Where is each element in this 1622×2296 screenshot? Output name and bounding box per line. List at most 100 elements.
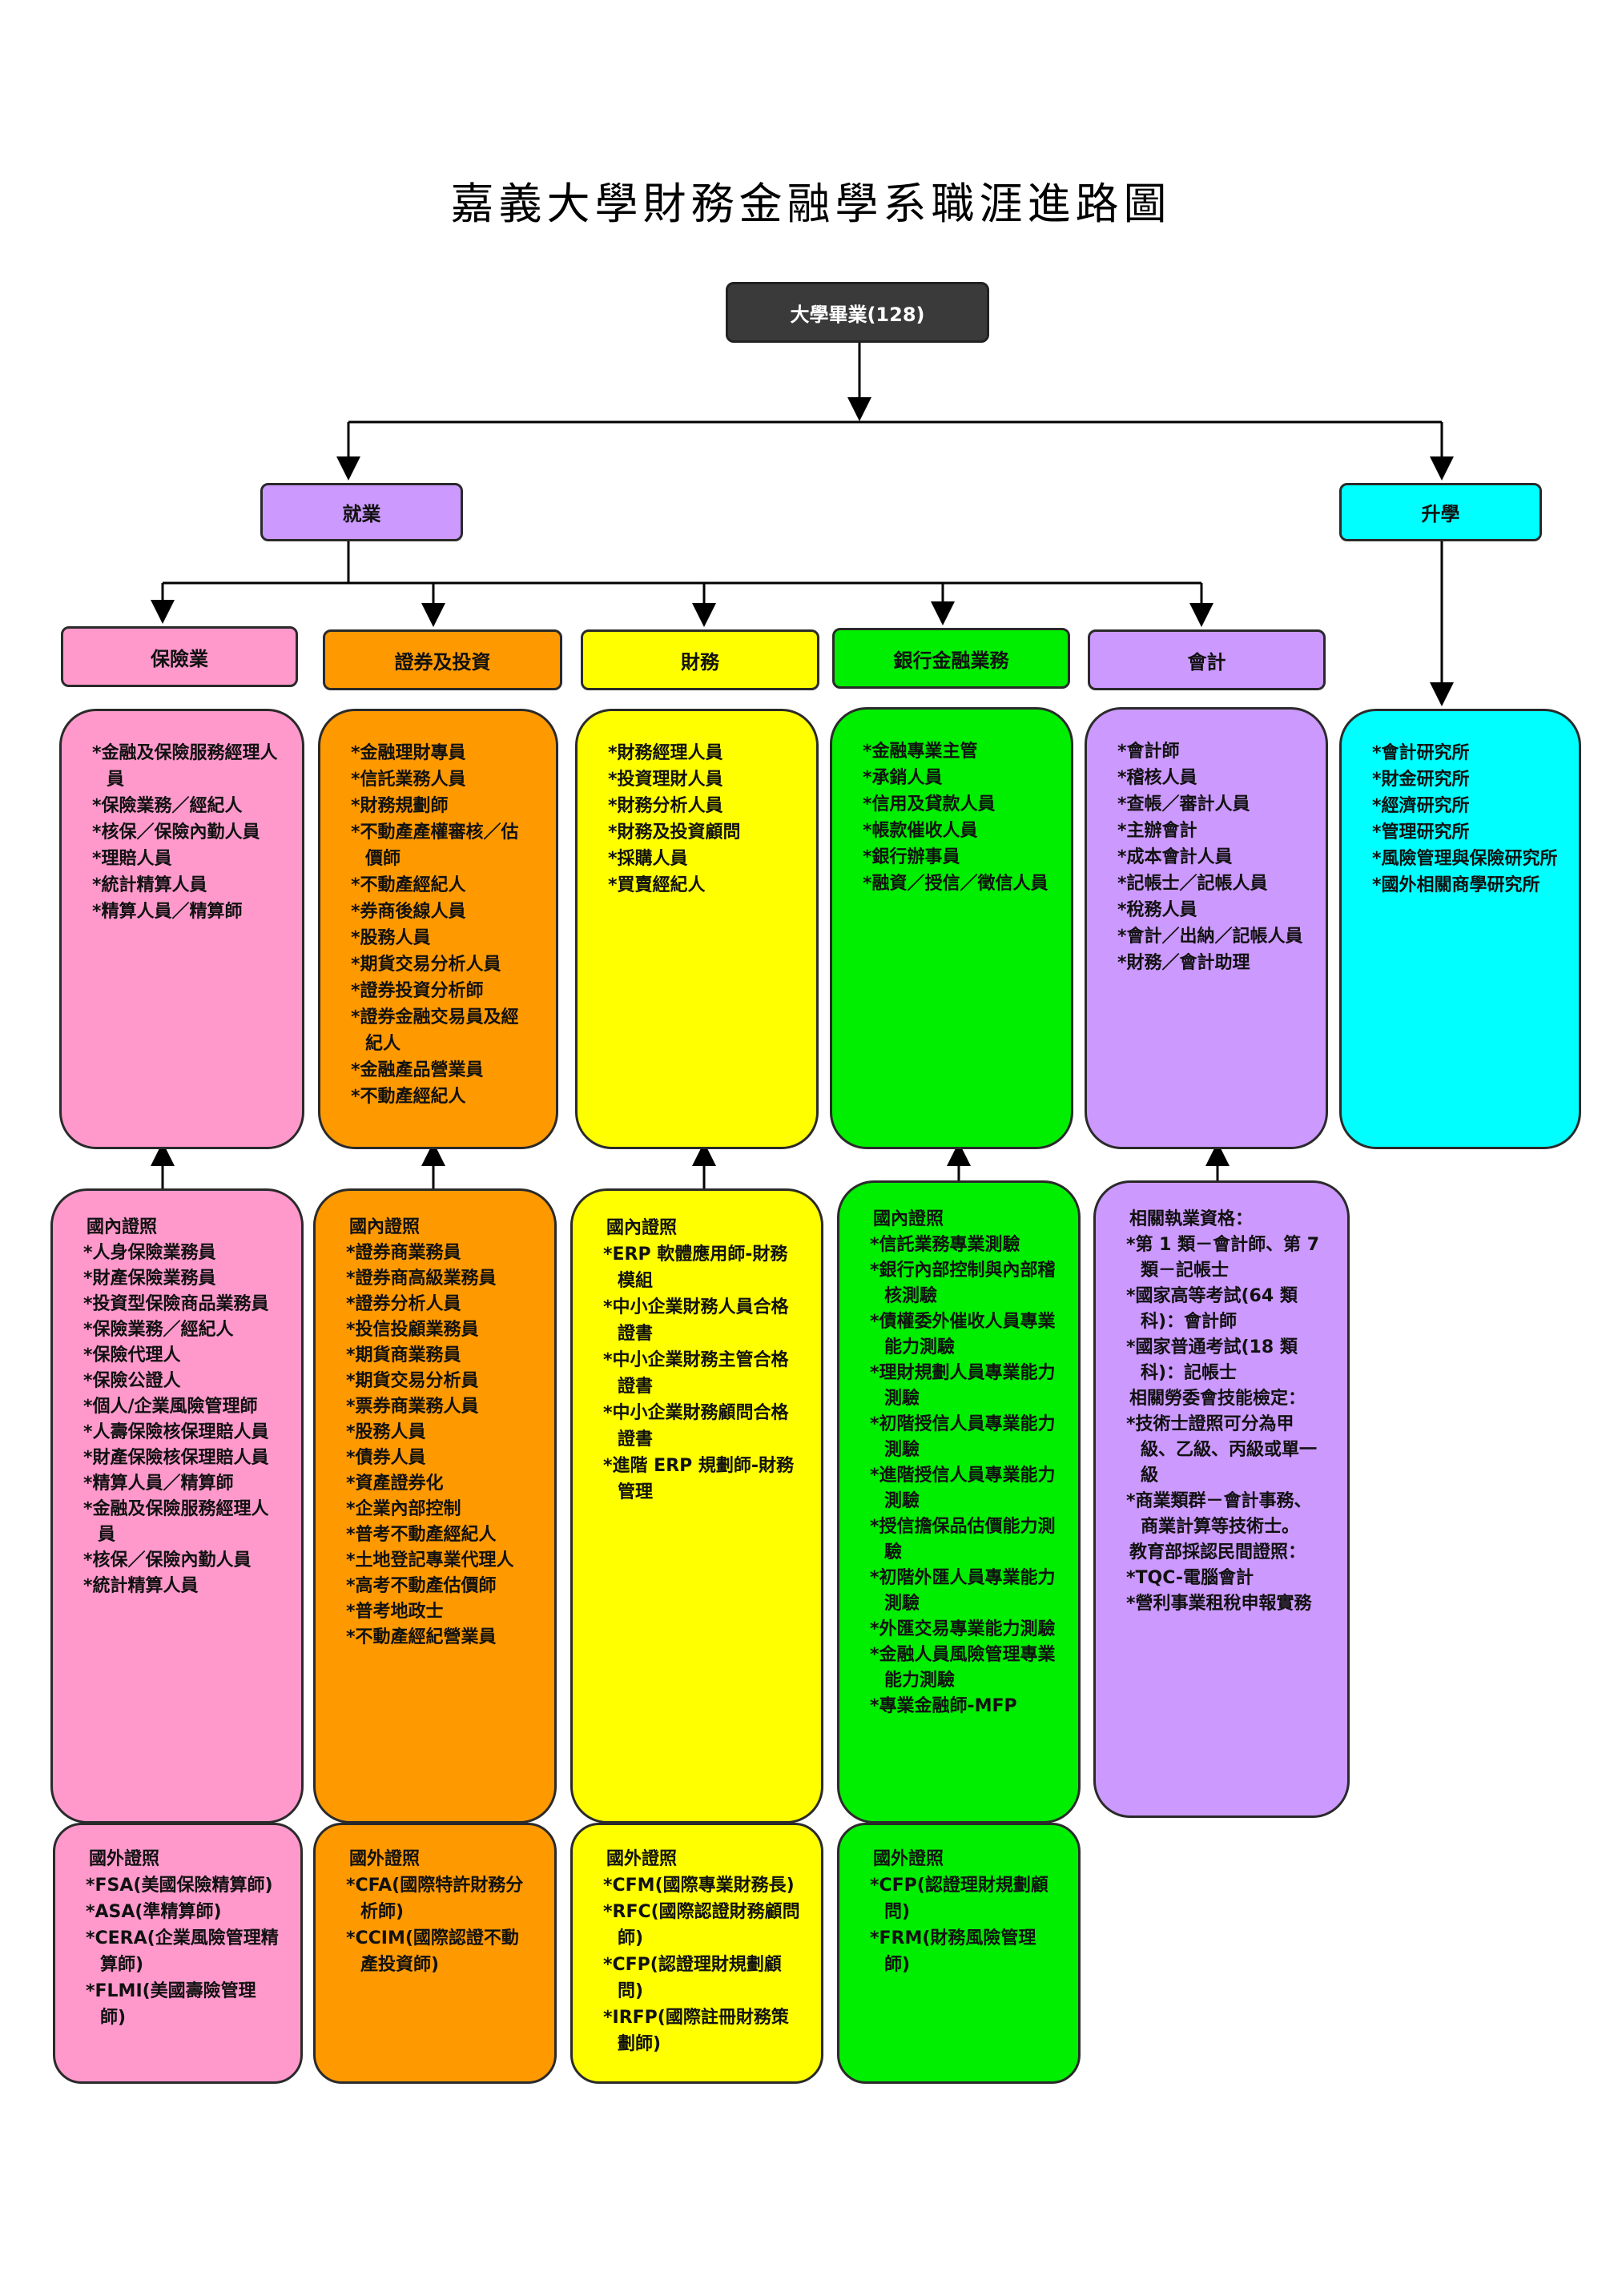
list-item: *期貨交易分析人員 [351,955,501,975]
list-item: *FSA(美國保險精算師) [86,1876,273,1896]
list-item: *金融專業主管 [863,742,978,762]
list-item: *記帳士／記帳人員 [1117,874,1268,894]
list-item: *高考不動產估價師 [346,1576,497,1596]
list-item: *精算人員／精算師 [92,902,243,922]
list-item: *初階外匯人員專業能力測驗 [870,1568,1056,1614]
list-item: *精算人員／精算師 [83,1474,234,1494]
foreign-certs-insurance: 國外證照 *FSA(美國保險精算師) *ASA(準精算師) *CERA(企業風險… [53,1823,303,2084]
list-item: *保險代理人 [83,1345,181,1365]
list-item: *理賠人員 [92,849,172,869]
list-item: *證券投資分析師 [351,981,484,1001]
list-item: *第 1 類－會計師、第 7 類－記帳士 [1126,1235,1320,1281]
list-item: *會計師 [1117,742,1180,762]
list-item: *TQC-電腦會計 [1126,1568,1254,1588]
list-item: *外匯交易專業能力測驗 [870,1619,1056,1639]
list-item: *專業金融師-MFP [870,1696,1017,1716]
list-item: *股務人員 [351,928,431,948]
list-item: *初階授信人員專業能力測驗 [870,1414,1056,1460]
list-item: *國家普通考試(18 類科)：記帳士 [1126,1337,1298,1383]
list-item: *期貨商業務員 [346,1345,461,1365]
list-item: 相關執業資格： [1129,1209,1254,1229]
list-item: 相關勞委會技能檢定： [1129,1389,1306,1409]
cert-header: 國外證照 [349,1849,421,1869]
jobs-securities: *金融理財專員 *信託業務人員 *財務規劃師 *不動產產權審核／估價師 *不動產… [318,709,558,1149]
list-item: *信託業務人員 [351,770,466,790]
list-item: *銀行內部控制與內部稽核測驗 [870,1261,1056,1306]
list-item: *投資型保險商品業務員 [83,1294,269,1314]
list-item: *土地登記專業代理人 [346,1550,514,1570]
list-item: *CFA(國際特許財務分析師) [346,1876,524,1922]
list-item: *查帳／審計人員 [1117,794,1250,814]
list-item: *財金研究所 [1372,770,1470,790]
list-item: *採購人員 [608,849,688,869]
list-item: *中小企業財務顧問合格證書 [603,1403,789,1450]
list-item: *統計精算人員 [92,875,207,895]
list-item: *授信擔保品估價能力測驗 [870,1517,1056,1562]
category-securities: 證券及投資 [323,629,562,690]
schools-further-study: *會計研究所 *財金研究所 *經濟研究所 *管理研究所 *風險管理與保險研究所 … [1339,709,1581,1149]
list-item: *財產保險業務員 [83,1269,216,1289]
cert-header: 國內證照 [606,1218,678,1238]
list-item: *RFC(國際認證財務顧問師) [603,1902,800,1948]
foreign-certs-banking: 國外證照 *CFP(認證理財規劃顧問) *FRM(財務風險管理師) [837,1823,1081,2084]
list-item: *銀行辦事員 [863,847,960,867]
further-study-node: 升學 [1339,483,1542,541]
list-item: *商業類群－會計事務、商業計算等技術士。 [1126,1491,1312,1537]
list-item: *證券商業務員 [346,1243,461,1263]
list-item: *CFP(認證理財規劃顧問) [870,1876,1048,1922]
list-item: *債券人員 [346,1448,426,1468]
list-item: *券商後線人員 [351,902,466,922]
list-item: *會計／出納／記帳人員 [1117,927,1303,947]
list-item: *普考不動產經紀人 [346,1525,497,1545]
list-item: *營利事業租稅申報實務 [1126,1594,1312,1614]
list-item: *進階 ERP 規劃師-財務管理 [603,1456,795,1502]
cert-header: 國外證照 [873,1849,944,1869]
list-item: *主辦會計 [1117,821,1197,841]
list-item: *稽核人員 [1117,768,1197,788]
list-item: *IRFP(國際註冊財務策劃師) [603,2008,789,2054]
jobs-banking: *金融專業主管 *承銷人員 *信用及貸款人員 *帳款催收人員 *銀行辦事員 *融… [830,707,1073,1149]
list-item: *財務及投資顧問 [608,822,741,842]
list-item: *保險業務／經紀人 [83,1320,234,1340]
list-item: *買賣經紀人 [608,875,706,895]
employment-node: 就業 [260,483,463,541]
list-item: *期貨交易分析員 [346,1371,479,1391]
list-item: *金融及保險服務經理人員 [83,1499,269,1545]
cert-header: 國外證照 [89,1849,160,1869]
list-item: *ERP 軟體應用師-財務模組 [603,1245,788,1291]
qualifications-accounting: 相關執業資格： *第 1 類－會計師、第 7 類－記帳士 *國家高等考試(64 … [1093,1180,1350,1818]
list-item: *證券商高級業務員 [346,1269,497,1289]
list-item: *CERA(企業風險管理精算師) [86,1928,279,1975]
list-item: *投信投顧業務員 [346,1320,479,1340]
list-item: *經濟研究所 [1372,796,1470,816]
category-finance: 財務 [581,629,819,690]
list-item: *財務／會計助理 [1117,953,1250,973]
category-insurance: 保險業 [61,626,298,687]
list-item: *普考地政士 [346,1602,444,1622]
jobs-accounting: *會計師 *稽核人員 *查帳／審計人員 *主辦會計 *成本會計人員 *記帳士／記… [1085,707,1328,1149]
list-item: *CFM(國際專業財務長) [603,1876,795,1896]
domestic-certs-securities: 國內證照 *證券商業務員 *證券商高級業務員 *證券分析人員 *投信投顧業務員 … [313,1188,557,1824]
list-item: *企業內部控制 [346,1499,461,1519]
jobs-finance: *財務經理人員 *投資理財人員 *財務分析人員 *財務及投資顧問 *採購人員 *… [575,709,819,1149]
list-item: *CCIM(國際認證不動產投資師) [346,1928,519,1975]
domestic-certs-insurance: 國內證照 *人身保險業務員 *財產保險業務員 *投資型保險商品業務員 *保險業務… [50,1188,304,1824]
list-item: *帳款催收人員 [863,821,978,841]
list-item: *財務規劃師 [351,796,449,816]
list-item: *中小企業財務人員合格證書 [603,1297,789,1344]
page-title: 嘉義大學財務金融學系職涯進路圖 [450,179,1172,229]
list-item: 教育部採認民間證照： [1129,1542,1306,1562]
list-item: *FRM(財務風險管理師) [870,1928,1036,1975]
jobs-insurance: *金融及保險服務經理人員 *保險業務／經紀人 *核保／保險內勤人員 *理賠人員 … [59,709,304,1149]
cert-header: 國外證照 [606,1849,678,1869]
cert-header: 國內證照 [873,1209,944,1229]
list-item: *不動產經紀人 [351,875,466,895]
list-item: *債權委外催收人員專業能力測驗 [870,1312,1056,1357]
list-item: *進階授信人員專業能力測驗 [870,1466,1056,1511]
category-accounting: 會計 [1088,629,1326,690]
list-item: *不動產產權審核／估價師 [351,822,519,869]
list-item: *國外相關商學研究所 [1372,875,1540,895]
list-item: *風險管理與保險研究所 [1372,849,1558,869]
list-item: *個人/企業風險管理師 [83,1397,258,1417]
foreign-certs-finance: 國外證照 *CFM(國際專業財務長) *RFC(國際認證財務顧問師) *CFP(… [570,1823,823,2084]
